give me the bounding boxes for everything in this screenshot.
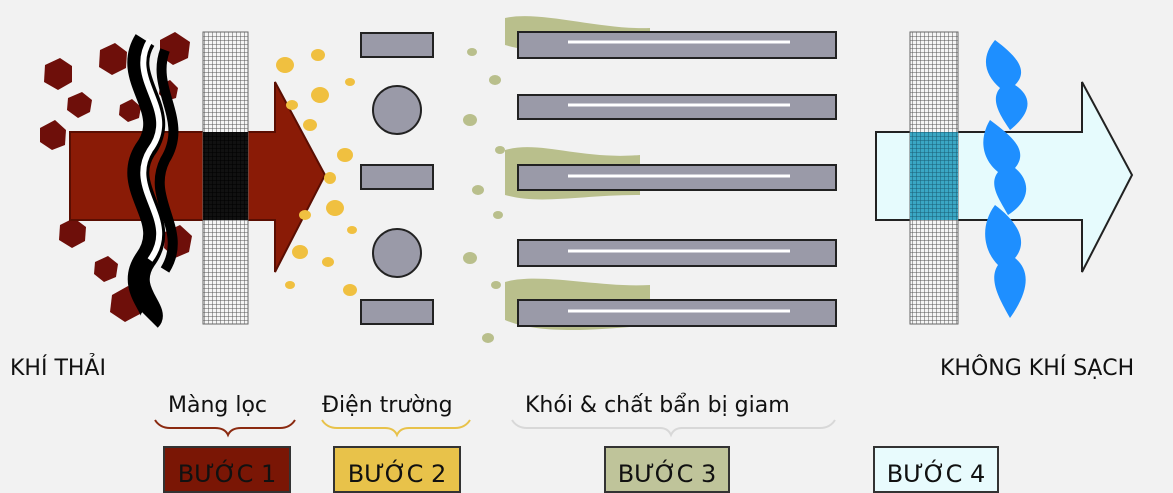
- brace-step-1: [154, 419, 296, 438]
- collector-plates: [517, 31, 837, 327]
- input-label: KHÍ THẢI: [10, 356, 106, 381]
- output-label: KHÔNG KHÍ SẠCH: [940, 356, 1135, 381]
- yellow-particles: [276, 49, 357, 296]
- clean-air-swirls: [983, 40, 1028, 318]
- step-3-caption: Khói & chất bẩn bị giam: [525, 393, 790, 418]
- step-1-box: BƯỚC 1: [163, 446, 291, 493]
- smoke-swirls: [127, 34, 179, 328]
- brace-step-3: [511, 419, 836, 438]
- step-1-caption: Màng lọc: [168, 393, 268, 418]
- step-4-box: BƯỚC 4: [873, 446, 999, 493]
- filter-membrane: [202, 31, 249, 325]
- input-arrow: [69, 81, 327, 273]
- step-2-caption: Điện trường: [322, 393, 453, 418]
- final-filter: [909, 31, 959, 325]
- step-3-box: BƯỚC 3: [604, 446, 730, 493]
- electric-field: [360, 32, 434, 325]
- brace-step-2: [321, 419, 471, 438]
- step-2-box: BƯỚC 2: [333, 446, 461, 493]
